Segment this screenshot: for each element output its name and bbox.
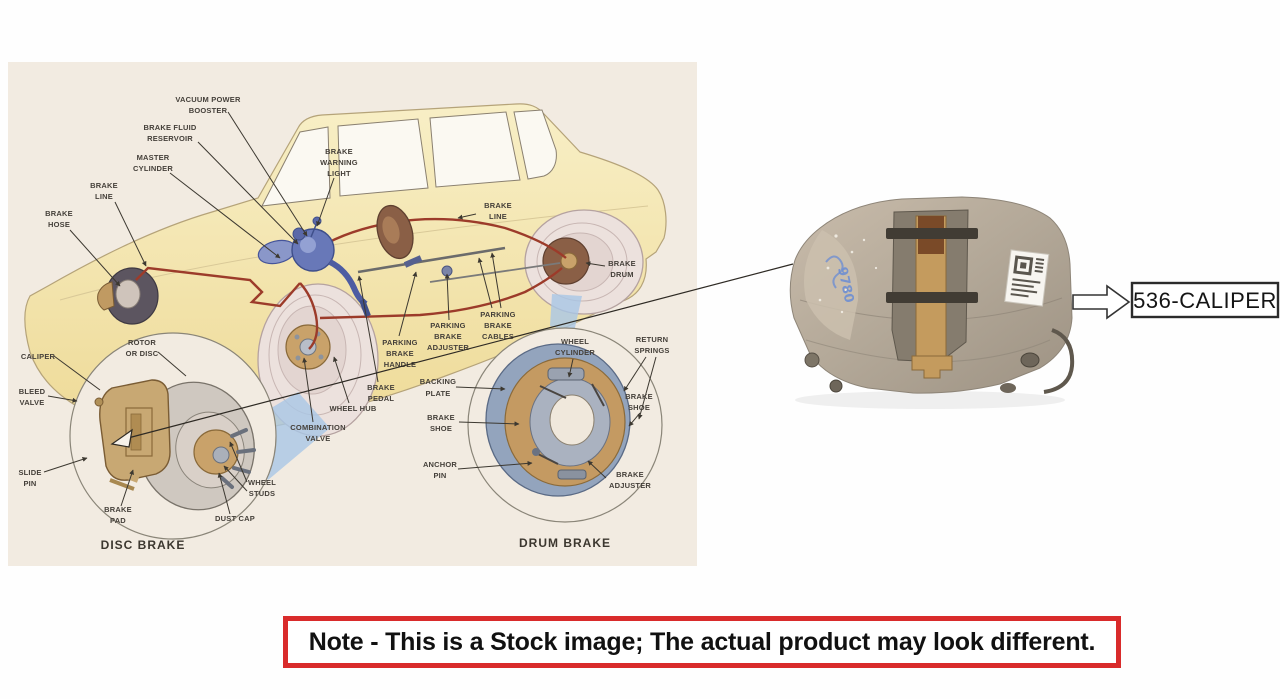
svg-text:ADJUSTER: ADJUSTER <box>609 481 651 490</box>
label-anchor-pin: ANCHOR <box>423 460 457 469</box>
hydraulic-brake-lines <box>135 217 567 350</box>
label-brake-fluid-reservoir: BRAKE FLUID <box>143 123 196 132</box>
svg-text:CABLES: CABLES <box>482 332 514 341</box>
label-return-springs: RETURN <box>636 335 668 344</box>
svg-text:BRAKE: BRAKE <box>434 332 462 341</box>
label-wheel-cylinder: WHEEL <box>561 337 589 346</box>
svg-text:RESERVOIR: RESERVOIR <box>147 134 193 143</box>
front-door-window <box>337 118 429 197</box>
label-backing-plate: BACKING <box>420 377 456 386</box>
label-caliper: CALIPER <box>21 352 56 361</box>
brake-pad-part <box>130 413 142 451</box>
svg-text:SPRINGS: SPRINGS <box>634 346 669 355</box>
svg-text:PLATE: PLATE <box>425 389 450 398</box>
svg-text:VALVE: VALVE <box>20 398 45 407</box>
label-wheel-hub: WHEEL HUB <box>329 404 376 413</box>
svg-text:DRUM: DRUM <box>610 270 633 279</box>
drum-brake-title: DRUM BRAKE <box>519 536 611 550</box>
svg-text:9780: 9780 <box>834 266 856 305</box>
rear-door-window <box>429 111 521 188</box>
svg-text:LINE: LINE <box>489 212 507 221</box>
barcode-sticker <box>1004 249 1050 307</box>
svg-text:SHOE: SHOE <box>430 424 452 433</box>
label-slide-pin: SLIDE <box>18 468 41 477</box>
svg-text:PIN: PIN <box>23 479 36 488</box>
svg-text:PAD: PAD <box>110 516 126 525</box>
stock-image-note-box: Note - This is a Stock image; The actual… <box>283 616 1121 668</box>
svg-text:BRAKE: BRAKE <box>484 321 512 330</box>
svg-text:BOOSTER: BOOSTER <box>189 106 228 115</box>
caliper-pad-channel <box>886 209 978 379</box>
svg-text:OR DISC: OR DISC <box>126 349 159 358</box>
parking-brake-assembly <box>357 204 561 283</box>
label-parking-brake-adjuster: PARKING <box>430 321 465 330</box>
vacuum-booster-and-master-cylinder <box>257 216 371 318</box>
svg-text:LIGHT: LIGHT <box>327 169 351 178</box>
part-label-box: 536-CALIPER <box>1130 281 1280 319</box>
caliper-fittings <box>804 328 1075 394</box>
label-parking-brake-handle: PARKING <box>382 338 417 347</box>
svg-text:VALVE: VALVE <box>306 434 331 443</box>
label-brake-shoe-right: BRAKE <box>625 392 653 401</box>
svg-text:WARNING: WARNING <box>320 158 358 167</box>
label-brake-shoe-left: BRAKE <box>427 413 455 422</box>
wheel-cylinder-part <box>547 367 585 381</box>
svg-text:HOSE: HOSE <box>48 220 70 229</box>
diagram-labels: VACUUM POWER BOOSTER BRAKE FLUID RESERVO… <box>18 95 669 552</box>
label-brake-adjuster: BRAKE <box>616 470 644 479</box>
label-brake-line-rear: BRAKE <box>484 201 512 210</box>
anchor-pin-part <box>532 448 540 456</box>
quarter-window <box>513 109 557 180</box>
stock-image-note-text: Note - This is a Stock image; The actual… <box>308 627 1096 656</box>
svg-text:STUDS: STUDS <box>249 489 275 498</box>
slide-pin-part <box>110 467 140 483</box>
label-brake-pedal: BRAKE <box>367 383 395 392</box>
label-brake-line-front: BRAKE <box>90 181 118 190</box>
label-vacuum-power-booster: VACUUM POWER <box>175 95 241 104</box>
svg-text:BRAKE: BRAKE <box>386 349 414 358</box>
handwritten-marking: 9780 <box>825 255 856 305</box>
svg-text:CYLINDER: CYLINDER <box>133 164 173 173</box>
bleed-valve-part <box>94 397 104 407</box>
paint-speckles <box>818 234 878 314</box>
svg-text:HANDLE: HANDLE <box>384 360 416 369</box>
label-bleed-valve: BLEED <box>19 387 46 396</box>
label-leader-lines <box>43 111 657 515</box>
label-parking-brake-cables: PARKING <box>480 310 515 319</box>
brake-adjuster-part <box>557 469 587 480</box>
label-rotor-or-disc: ROTOR <box>128 338 156 347</box>
leader-arrowhead <box>110 428 133 448</box>
svg-text:ADJUSTER: ADJUSTER <box>427 343 469 352</box>
label-brake-drum: BRAKE <box>608 259 636 268</box>
caliper-to-photo-leader <box>110 263 794 448</box>
label-combination-valve: COMBINATION <box>290 423 345 432</box>
caliper-product-photo: 9780 <box>789 196 1075 409</box>
svg-text:CYLINDER: CYLINDER <box>555 348 595 357</box>
label-master-cylinder: MASTER <box>137 153 170 162</box>
label-brake-hose: BRAKE <box>45 209 73 218</box>
beam-to-drum-detail <box>550 294 582 332</box>
windshield <box>261 126 331 207</box>
label-wheel-studs: WHEEL <box>248 478 276 487</box>
svg-text:SHOE: SHOE <box>628 403 650 412</box>
label-dust-cap: DUST CAP <box>215 514 255 523</box>
label-brake-pad: BRAKE <box>104 505 132 514</box>
disc-brake-title: DISC BRAKE <box>101 538 186 552</box>
drum-brake-detail <box>467 327 663 523</box>
svg-text:PEDAL: PEDAL <box>368 394 395 403</box>
part-callout-arrow-icon <box>1072 284 1131 320</box>
dust-cap-part <box>212 446 230 464</box>
disc-brake-detail <box>69 332 277 540</box>
brake-system-diagram: VACUUM POWER BOOSTER BRAKE FLUID RESERVO… <box>8 62 697 566</box>
axle-opening <box>549 394 595 446</box>
hose-bracket <box>1043 328 1075 394</box>
svg-text:PIN: PIN <box>433 471 446 480</box>
part-label-text: 536-CALIPER <box>1133 288 1277 313</box>
svg-text:LINE: LINE <box>95 192 113 201</box>
label-brake-warning-light: BRAKE <box>325 147 353 156</box>
